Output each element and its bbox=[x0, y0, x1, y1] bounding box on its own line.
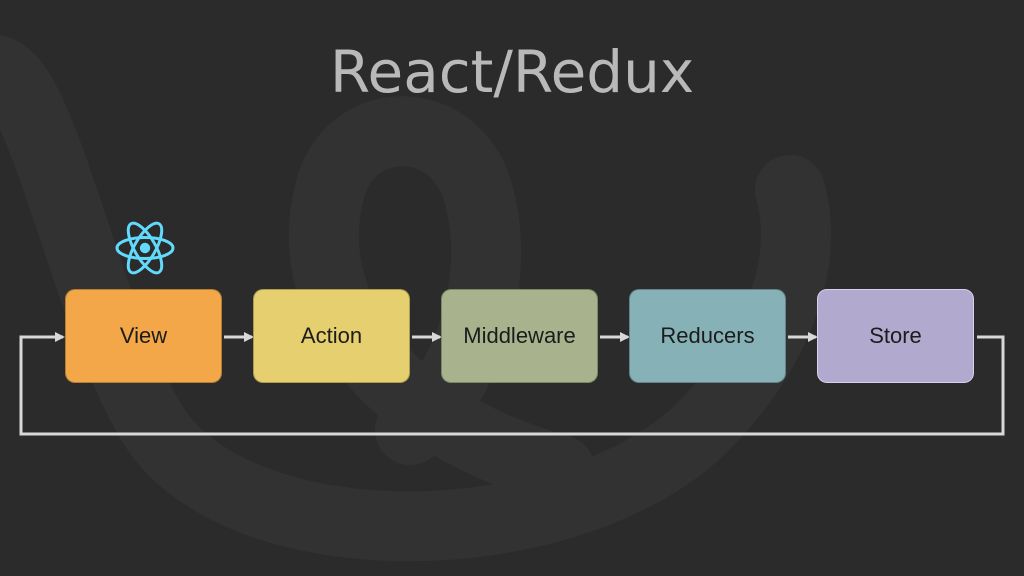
feedback-loop-store-to-view bbox=[19, 332, 1005, 436]
node-label: Store bbox=[869, 323, 922, 348]
node-label: Reducers bbox=[660, 323, 755, 348]
node-action: Action bbox=[253, 289, 410, 383]
node-store: Store bbox=[817, 289, 974, 383]
node-label: Middleware bbox=[463, 323, 576, 348]
react-atom-icon bbox=[115, 221, 175, 275]
node-label: Action bbox=[300, 323, 363, 348]
node-reducers: Reducers bbox=[629, 289, 786, 383]
node-label: View bbox=[119, 323, 168, 348]
page-title: React/Redux bbox=[329, 38, 695, 106]
node-view: View bbox=[65, 289, 222, 383]
node-middleware: Middleware bbox=[441, 289, 598, 383]
